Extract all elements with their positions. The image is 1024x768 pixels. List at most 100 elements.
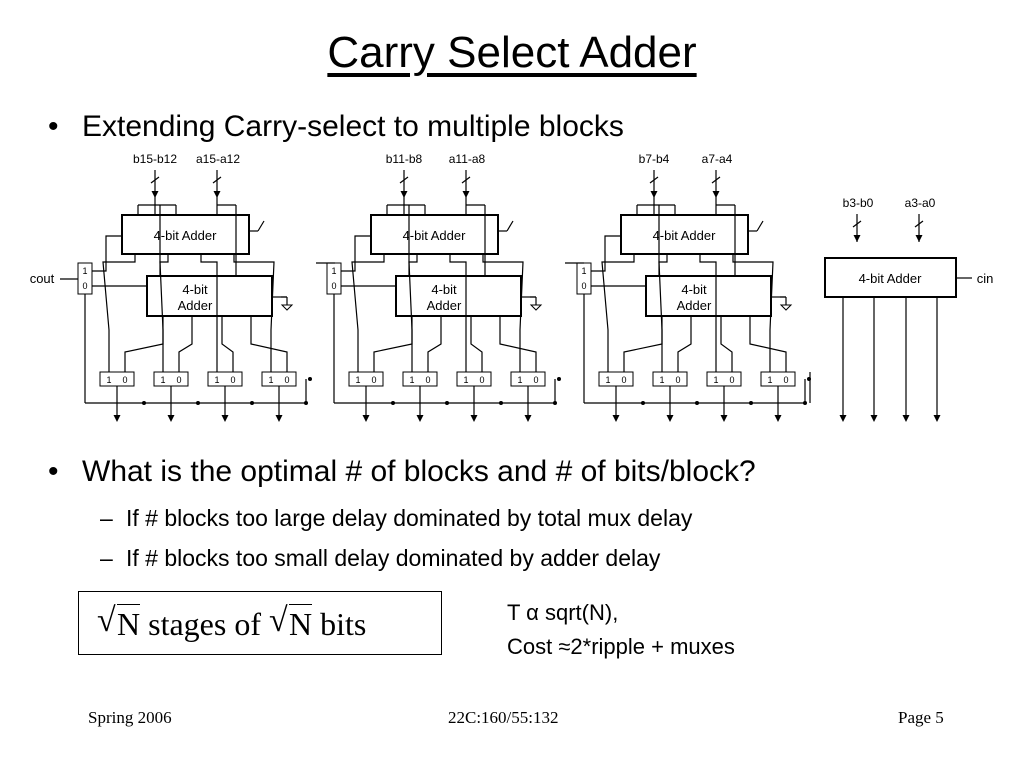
sub-too-small: –If # blocks too small delay dominated b… xyxy=(100,545,660,572)
sum-out-arrow xyxy=(362,415,370,422)
sum-wire-0 xyxy=(720,316,733,372)
sum-mux xyxy=(261,371,297,387)
radical-sign: √ xyxy=(268,602,288,639)
sum-out-arrow xyxy=(612,415,620,422)
footer-page: Page 5 xyxy=(898,708,944,727)
sum-wire-1 xyxy=(658,254,668,372)
bullet-optimal: •What is the optimal # of blocks and # o… xyxy=(48,455,756,489)
sum-out-arrow xyxy=(839,415,847,422)
adder-label: 4-bit xyxy=(182,282,208,297)
mux-label: 1 xyxy=(355,375,360,385)
dash-glyph: – xyxy=(100,545,113,571)
junction-dot xyxy=(557,377,561,381)
mux-label: 0 xyxy=(425,375,430,385)
mux-label: 0 xyxy=(371,375,376,385)
adder-label: 4-bit Adder xyxy=(653,228,717,243)
input-label-a: a11-a8 xyxy=(449,152,486,166)
adder-cin0 xyxy=(645,275,772,317)
bus-slash xyxy=(852,220,862,228)
sum-wire-1 xyxy=(449,254,467,372)
sum-wire-0 xyxy=(623,316,663,372)
bullet-text: What is the optimal # of blocks and # of… xyxy=(82,455,756,488)
mux-label: 1 xyxy=(605,375,610,385)
sum-wire-0 xyxy=(124,316,164,372)
input-arrow-head xyxy=(462,191,470,198)
sum-mux xyxy=(598,371,634,387)
sum-out-arrow xyxy=(275,415,283,422)
sum-out-arrow xyxy=(870,415,878,422)
sum-out-arrow xyxy=(167,415,175,422)
input-label-a: a7-a4 xyxy=(702,152,733,166)
formula-tail: bits xyxy=(320,606,367,642)
sum-out-arrow xyxy=(416,415,424,422)
mux-label: 1 xyxy=(82,266,87,276)
sum-mux xyxy=(456,371,492,387)
bus-slash xyxy=(711,176,721,184)
sum-wire-1 xyxy=(408,254,418,372)
bus-slash xyxy=(212,176,222,184)
carry-in-wire xyxy=(506,220,514,232)
adder-label: 4-bit xyxy=(681,282,707,297)
mux-label: 1 xyxy=(409,375,414,385)
sum-mux xyxy=(706,371,742,387)
sum-wire-1 xyxy=(732,254,774,372)
bullet-extending: • Extending Carry-select to multiple bloc… xyxy=(48,110,624,144)
sum-out-arrow xyxy=(902,415,910,422)
adder-cin1 xyxy=(370,214,499,255)
radical-sign: √ xyxy=(97,602,116,639)
mux-label: 1 xyxy=(331,266,336,276)
bullet-dot: • xyxy=(48,110,59,143)
sum-wire-1 xyxy=(699,254,717,372)
mux-label: 1 xyxy=(160,375,165,385)
sum-mux xyxy=(652,371,688,387)
radicand: N xyxy=(117,604,141,642)
input-label-b: b15-b12 xyxy=(133,152,177,166)
sub-text: If # blocks too large delay dominated by… xyxy=(126,505,693,531)
sum-wire-1 xyxy=(601,254,635,372)
carry-wire xyxy=(92,235,122,272)
mux-label: 0 xyxy=(675,375,680,385)
mux-label: 0 xyxy=(331,281,336,291)
note-cost: Cost ≈2*ripple + muxes xyxy=(507,634,735,659)
input-label-a: a15-a12 xyxy=(196,152,240,166)
input-arrow-head xyxy=(915,235,923,242)
sum-wire-0 xyxy=(250,316,288,372)
input-label-b: b3-b0 xyxy=(843,196,874,210)
adder-label: Adder xyxy=(677,298,712,313)
mux-label: 1 xyxy=(268,375,273,385)
input-arrow-head xyxy=(853,235,861,242)
ground-icon xyxy=(280,304,294,311)
sum-wire-1 xyxy=(102,254,136,372)
adder-label: 4-bit Adder xyxy=(403,228,467,243)
cout-label: cout xyxy=(30,271,55,286)
mux-label: 1 xyxy=(106,375,111,385)
adder-label: Adder xyxy=(427,298,462,313)
sum-out-arrow xyxy=(774,415,782,422)
sum-wire-0 xyxy=(749,316,787,372)
carry-in-wire xyxy=(756,220,764,232)
footer-course: 22C:160/55:132 xyxy=(448,708,559,727)
formula: √N stages of √N bits xyxy=(97,602,367,643)
mux-label: 0 xyxy=(122,375,127,385)
sum-out-arrow xyxy=(666,415,674,422)
bus-slash xyxy=(649,176,659,184)
mux-label: 0 xyxy=(533,375,538,385)
mux-label: 1 xyxy=(767,375,772,385)
sum-mux xyxy=(402,371,438,387)
carry-wire xyxy=(341,235,371,272)
footer-date: Spring 2006 xyxy=(88,708,172,727)
input-arrow-head xyxy=(650,191,658,198)
bus-slash xyxy=(399,176,409,184)
dash-glyph: – xyxy=(100,505,113,531)
mux-label: 0 xyxy=(479,375,484,385)
mux-label: 1 xyxy=(581,266,586,276)
sum-mux xyxy=(348,371,384,387)
bullet-text: Extending Carry-select to multiple block… xyxy=(82,110,624,143)
mux-label: 1 xyxy=(517,375,522,385)
sum-mux xyxy=(510,371,546,387)
carry-in-wire xyxy=(257,220,265,232)
mux-label: 1 xyxy=(463,375,468,385)
input-arrow-head xyxy=(213,191,221,198)
input-label-a: a3-a0 xyxy=(905,196,936,210)
adder-cin1 xyxy=(121,214,250,255)
